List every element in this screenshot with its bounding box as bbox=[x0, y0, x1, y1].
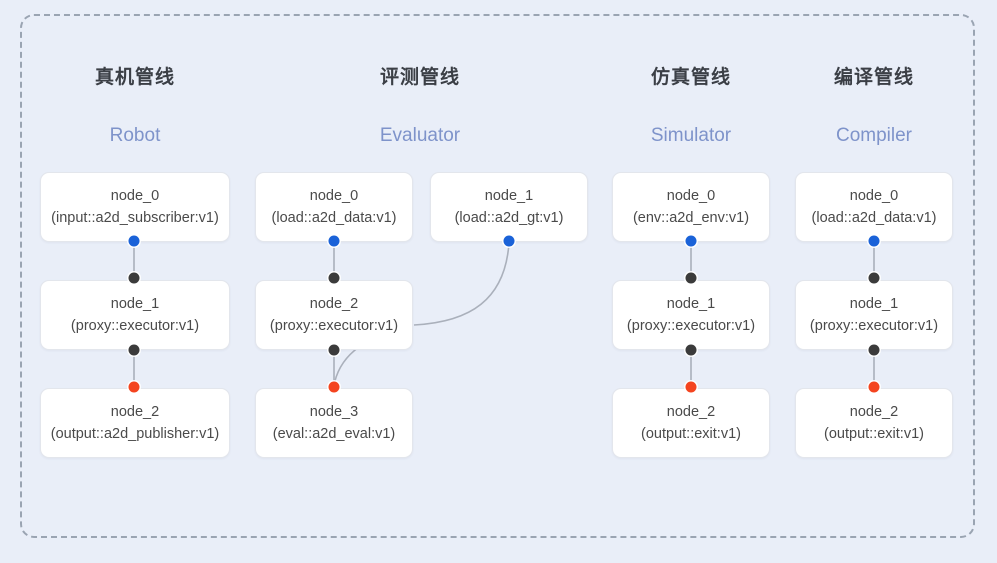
node-name: node_0 bbox=[849, 188, 899, 204]
pipeline-panel-dashed-border bbox=[20, 14, 975, 538]
node-type: (load::a2d_gt:v1) bbox=[454, 210, 564, 226]
port-sink-compiler-2[interactable] bbox=[868, 381, 880, 393]
node-compiler-0[interactable]: node_0 (load::a2d_data:v1) bbox=[795, 172, 953, 242]
node-type: (load::a2d_data:v1) bbox=[811, 210, 937, 226]
node-type: (env::a2d_env:v1) bbox=[632, 210, 750, 226]
column-title-evaluator: 评测管线 bbox=[379, 67, 460, 88]
node-evaluator-1[interactable]: node_1 (load::a2d_gt:v1) bbox=[430, 172, 588, 242]
node-name: node_1 bbox=[110, 296, 160, 312]
node-evaluator-2[interactable]: node_2 (proxy::executor:v1) bbox=[255, 280, 413, 350]
node-compiler-1[interactable]: node_1 (proxy::executor:v1) bbox=[795, 280, 953, 350]
node-name: node_0 bbox=[110, 188, 160, 204]
node-name: node_3 bbox=[309, 404, 359, 420]
port-source-compiler-0[interactable] bbox=[868, 235, 880, 247]
node-type: (proxy::executor:v1) bbox=[70, 318, 200, 334]
node-compiler-2[interactable]: node_2 (output::exit:v1) bbox=[795, 388, 953, 458]
node-type: (output::exit:v1) bbox=[824, 426, 924, 442]
port-input-compiler-1[interactable] bbox=[868, 272, 880, 284]
column-subtitle-simulator: Simulator bbox=[650, 125, 732, 146]
node-name: node_0 bbox=[309, 188, 359, 204]
column-title-compiler: 编译管线 bbox=[833, 67, 914, 88]
node-type: (input::a2d_subscriber:v1) bbox=[51, 210, 219, 226]
port-input-evaluator-2[interactable] bbox=[328, 272, 340, 284]
column-subtitle-evaluator: Evaluator bbox=[379, 125, 461, 146]
column-subtitle-compiler: Compiler bbox=[835, 125, 913, 146]
node-simulator-0[interactable]: node_0 (env::a2d_env:v1) bbox=[612, 172, 770, 242]
port-source-robot-0[interactable] bbox=[128, 235, 140, 247]
column-title-simulator: 仿真管线 bbox=[650, 67, 731, 88]
port-input-robot-1[interactable] bbox=[128, 272, 140, 284]
node-simulator-1[interactable]: node_1 (proxy::executor:v1) bbox=[612, 280, 770, 350]
port-input-simulator-1[interactable] bbox=[685, 272, 697, 284]
column-title-robot: 真机管线 bbox=[94, 67, 175, 88]
node-type: (eval::a2d_eval:v1) bbox=[272, 426, 396, 442]
node-robot-2[interactable]: node_2 (output::a2d_publisher:v1) bbox=[40, 388, 230, 458]
node-simulator-2[interactable]: node_2 (output::exit:v1) bbox=[612, 388, 770, 458]
port-output-robot-1[interactable] bbox=[128, 344, 140, 356]
column-subtitle-robot: Robot bbox=[109, 125, 161, 146]
node-name: node_2 bbox=[666, 404, 716, 420]
node-robot-0[interactable]: node_0 (input::a2d_subscriber:v1) bbox=[40, 172, 230, 242]
node-type: (output::a2d_publisher:v1) bbox=[50, 426, 220, 442]
node-evaluator-0[interactable]: node_0 (load::a2d_data:v1) bbox=[255, 172, 413, 242]
port-sink-simulator-2[interactable] bbox=[685, 381, 697, 393]
port-sink-robot-2[interactable] bbox=[128, 381, 140, 393]
port-sink-evaluator-3[interactable] bbox=[328, 381, 340, 393]
node-type: (output::exit:v1) bbox=[641, 426, 741, 442]
node-type: (load::a2d_data:v1) bbox=[271, 210, 397, 226]
port-output-evaluator-2[interactable] bbox=[328, 344, 340, 356]
port-source-evaluator-0[interactable] bbox=[328, 235, 340, 247]
node-name: node_1 bbox=[666, 296, 716, 312]
node-type: (proxy::executor:v1) bbox=[809, 318, 939, 334]
node-type: (proxy::executor:v1) bbox=[269, 318, 399, 334]
node-evaluator-3[interactable]: node_3 (eval::a2d_eval:v1) bbox=[255, 388, 413, 458]
port-output-simulator-1[interactable] bbox=[685, 344, 697, 356]
node-robot-1[interactable]: node_1 (proxy::executor:v1) bbox=[40, 280, 230, 350]
node-name: node_2 bbox=[849, 404, 899, 420]
node-name: node_1 bbox=[849, 296, 899, 312]
port-output-compiler-1[interactable] bbox=[868, 344, 880, 356]
node-name: node_0 bbox=[666, 188, 716, 204]
node-name: node_2 bbox=[309, 296, 359, 312]
node-type: (proxy::executor:v1) bbox=[626, 318, 756, 334]
node-name: node_1 bbox=[484, 188, 534, 204]
node-name: node_2 bbox=[110, 404, 160, 420]
port-source-evaluator-1[interactable] bbox=[503, 235, 515, 247]
port-source-simulator-0[interactable] bbox=[685, 235, 697, 247]
